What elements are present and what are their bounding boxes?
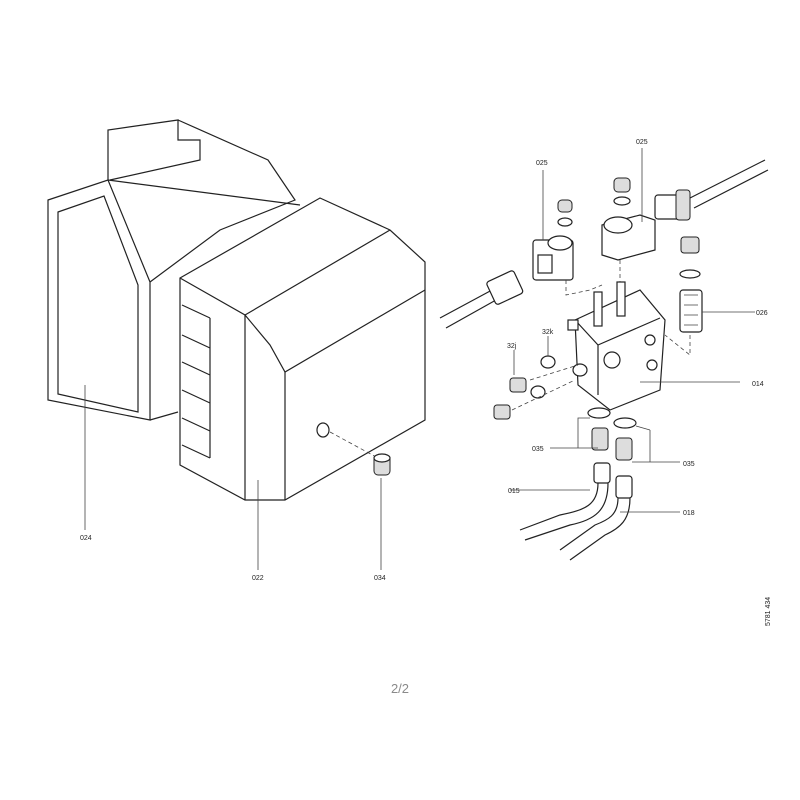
label-022: 022 bbox=[252, 575, 264, 582]
label-025-left: 025 bbox=[536, 160, 548, 167]
label-014: 014 bbox=[752, 381, 764, 388]
document-number: 5781 434 bbox=[765, 597, 772, 626]
label-035-right: 035 bbox=[683, 461, 695, 468]
label-025-right: 025 bbox=[636, 139, 648, 146]
solenoid-coil-025-left bbox=[532, 170, 603, 296]
cable-plug-right bbox=[654, 159, 769, 221]
pump-014 bbox=[567, 281, 666, 411]
label-026: 026 bbox=[756, 310, 768, 317]
front-cover-022 bbox=[179, 197, 426, 501]
rear-cover-024 bbox=[47, 119, 301, 421]
hose-015 bbox=[510, 462, 611, 541]
cable-plug-left bbox=[439, 270, 524, 329]
page-indicator: 2/2 bbox=[390, 681, 410, 696]
label-32k: 32k bbox=[542, 329, 554, 336]
plug-034 bbox=[329, 431, 391, 476]
label-015: 015 bbox=[508, 488, 520, 495]
solenoid-coil-025-right bbox=[601, 148, 656, 282]
label-024: 024 bbox=[80, 535, 92, 542]
label-32j: 32j bbox=[507, 343, 517, 350]
filter-026 bbox=[664, 236, 755, 356]
label-034: 034 bbox=[374, 575, 386, 582]
hose-018 bbox=[559, 475, 680, 561]
fittings-035 bbox=[550, 407, 680, 463]
label-018: 018 bbox=[683, 510, 695, 517]
label-035-left: 035 bbox=[532, 446, 544, 453]
fittings-32j-32k bbox=[493, 336, 579, 420]
